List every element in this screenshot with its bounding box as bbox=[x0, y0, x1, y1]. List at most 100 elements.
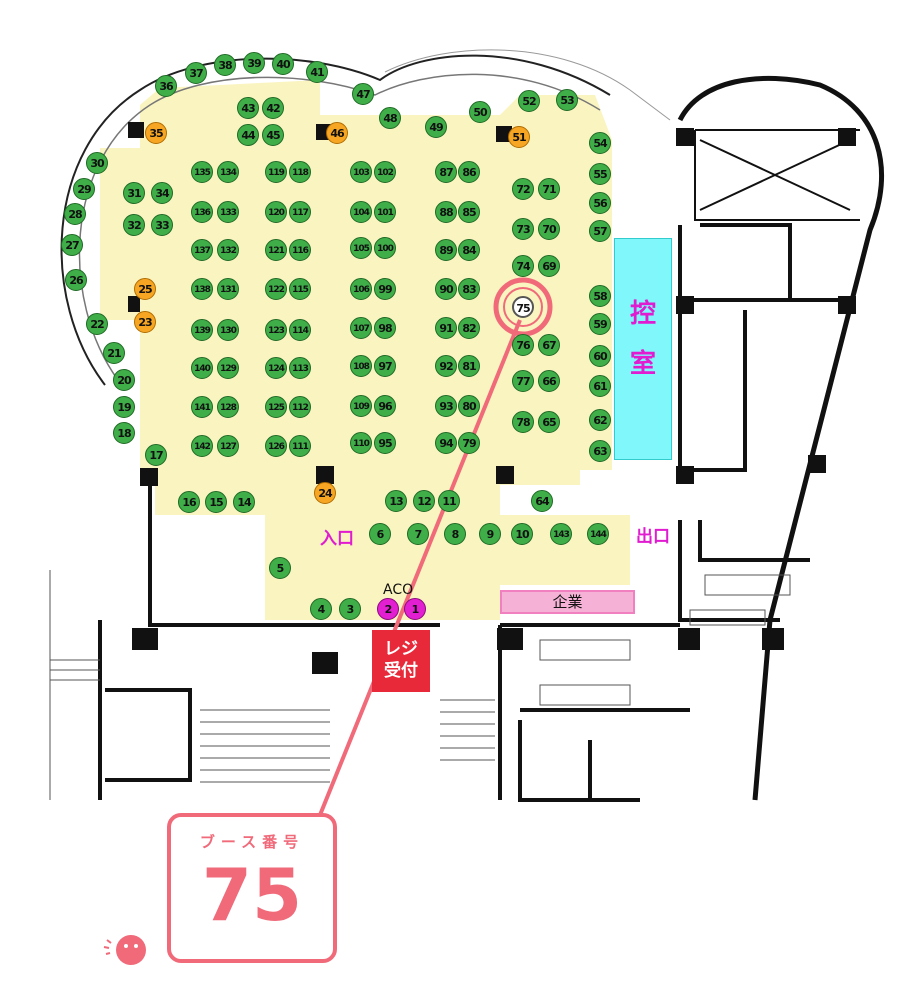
booth-79[interactable]: 79 bbox=[458, 432, 480, 454]
booth-58[interactable]: 58 bbox=[589, 285, 611, 307]
booth-29[interactable]: 29 bbox=[73, 178, 95, 200]
booth-141[interactable]: 141 bbox=[191, 396, 213, 418]
booth-140[interactable]: 140 bbox=[191, 357, 213, 379]
booth-121[interactable]: 121 bbox=[265, 239, 287, 261]
booth-105[interactable]: 105 bbox=[350, 237, 372, 259]
booth-5[interactable]: 5 bbox=[269, 557, 291, 579]
booth-66[interactable]: 66 bbox=[538, 370, 560, 392]
booth-33[interactable]: 33 bbox=[151, 214, 173, 236]
booth-13[interactable]: 13 bbox=[385, 490, 407, 512]
booth-9[interactable]: 9 bbox=[479, 523, 501, 545]
booth-69[interactable]: 69 bbox=[538, 255, 560, 277]
booth-113[interactable]: 113 bbox=[289, 357, 311, 379]
booth-28[interactable]: 28 bbox=[64, 203, 86, 225]
booth-89[interactable]: 89 bbox=[435, 239, 457, 261]
booth-134[interactable]: 134 bbox=[217, 161, 239, 183]
booth-50[interactable]: 50 bbox=[469, 101, 491, 123]
booth-32[interactable]: 32 bbox=[123, 214, 145, 236]
booth-87[interactable]: 87 bbox=[435, 161, 457, 183]
booth-98[interactable]: 98 bbox=[374, 317, 396, 339]
booth-109[interactable]: 109 bbox=[350, 395, 372, 417]
booth-11[interactable]: 11 bbox=[438, 490, 460, 512]
booth-34[interactable]: 34 bbox=[151, 182, 173, 204]
booth-95[interactable]: 95 bbox=[374, 432, 396, 454]
booth-144[interactable]: 144 bbox=[587, 523, 609, 545]
booth-100[interactable]: 100 bbox=[374, 237, 396, 259]
booth-132[interactable]: 132 bbox=[217, 239, 239, 261]
booth-127[interactable]: 127 bbox=[217, 435, 239, 457]
booth-3[interactable]: 3 bbox=[339, 598, 361, 620]
booth-64[interactable]: 64 bbox=[531, 490, 553, 512]
booth-4[interactable]: 4 bbox=[310, 598, 332, 620]
booth-7[interactable]: 7 bbox=[407, 523, 429, 545]
booth-75[interactable]: 75 bbox=[512, 296, 534, 318]
booth-137[interactable]: 137 bbox=[191, 239, 213, 261]
booth-91[interactable]: 91 bbox=[435, 317, 457, 339]
booth-93[interactable]: 93 bbox=[435, 395, 457, 417]
booth-131[interactable]: 131 bbox=[217, 278, 239, 300]
booth-119[interactable]: 119 bbox=[265, 161, 287, 183]
booth-76[interactable]: 76 bbox=[512, 334, 534, 356]
booth-27[interactable]: 27 bbox=[61, 234, 83, 256]
booth-92[interactable]: 92 bbox=[435, 355, 457, 377]
booth-38[interactable]: 38 bbox=[214, 54, 236, 76]
booth-70[interactable]: 70 bbox=[538, 218, 560, 240]
booth-10[interactable]: 10 bbox=[511, 523, 533, 545]
booth-85[interactable]: 85 bbox=[458, 201, 480, 223]
booth-24[interactable]: 24 bbox=[314, 482, 336, 504]
booth-49[interactable]: 49 bbox=[425, 116, 447, 138]
booth-83[interactable]: 83 bbox=[458, 278, 480, 300]
booth-116[interactable]: 116 bbox=[289, 239, 311, 261]
booth-67[interactable]: 67 bbox=[538, 334, 560, 356]
booth-43[interactable]: 43 bbox=[237, 97, 259, 119]
booth-117[interactable]: 117 bbox=[289, 201, 311, 223]
booth-51[interactable]: 51 bbox=[508, 126, 530, 148]
booth-77[interactable]: 77 bbox=[512, 370, 534, 392]
booth-106[interactable]: 106 bbox=[350, 278, 372, 300]
booth-15[interactable]: 15 bbox=[205, 491, 227, 513]
booth-72[interactable]: 72 bbox=[512, 178, 534, 200]
booth-136[interactable]: 136 bbox=[191, 201, 213, 223]
booth-18[interactable]: 18 bbox=[113, 422, 135, 444]
booth-101[interactable]: 101 bbox=[374, 201, 396, 223]
booth-138[interactable]: 138 bbox=[191, 278, 213, 300]
booth-115[interactable]: 115 bbox=[289, 278, 311, 300]
booth-84[interactable]: 84 bbox=[458, 239, 480, 261]
booth-102[interactable]: 102 bbox=[374, 161, 396, 183]
booth-90[interactable]: 90 bbox=[435, 278, 457, 300]
booth-56[interactable]: 56 bbox=[589, 192, 611, 214]
booth-108[interactable]: 108 bbox=[350, 355, 372, 377]
booth-73[interactable]: 73 bbox=[512, 218, 534, 240]
booth-25[interactable]: 25 bbox=[134, 278, 156, 300]
booth-107[interactable]: 107 bbox=[350, 317, 372, 339]
booth-86[interactable]: 86 bbox=[458, 161, 480, 183]
booth-142[interactable]: 142 bbox=[191, 435, 213, 457]
booth-80[interactable]: 80 bbox=[458, 395, 480, 417]
booth-42[interactable]: 42 bbox=[262, 97, 284, 119]
booth-125[interactable]: 125 bbox=[265, 396, 287, 418]
booth-6[interactable]: 6 bbox=[369, 523, 391, 545]
booth-112[interactable]: 112 bbox=[289, 396, 311, 418]
booth-17[interactable]: 17 bbox=[145, 444, 167, 466]
booth-126[interactable]: 126 bbox=[265, 435, 287, 457]
booth-74[interactable]: 74 bbox=[512, 255, 534, 277]
booth-81[interactable]: 81 bbox=[458, 355, 480, 377]
booth-96[interactable]: 96 bbox=[374, 395, 396, 417]
booth-130[interactable]: 130 bbox=[217, 319, 239, 341]
booth-44[interactable]: 44 bbox=[237, 124, 259, 146]
booth-12[interactable]: 12 bbox=[413, 490, 435, 512]
booth-19[interactable]: 19 bbox=[113, 396, 135, 418]
booth-22[interactable]: 22 bbox=[86, 313, 108, 335]
booth-60[interactable]: 60 bbox=[589, 345, 611, 367]
booth-53[interactable]: 53 bbox=[556, 89, 578, 111]
booth-71[interactable]: 71 bbox=[538, 178, 560, 200]
booth-59[interactable]: 59 bbox=[589, 313, 611, 335]
booth-78[interactable]: 78 bbox=[512, 411, 534, 433]
booth-111[interactable]: 111 bbox=[289, 435, 311, 457]
booth-20[interactable]: 20 bbox=[113, 369, 135, 391]
booth-99[interactable]: 99 bbox=[374, 278, 396, 300]
booth-120[interactable]: 120 bbox=[265, 201, 287, 223]
booth-88[interactable]: 88 bbox=[435, 201, 457, 223]
booth-94[interactable]: 94 bbox=[435, 432, 457, 454]
booth-31[interactable]: 31 bbox=[123, 182, 145, 204]
